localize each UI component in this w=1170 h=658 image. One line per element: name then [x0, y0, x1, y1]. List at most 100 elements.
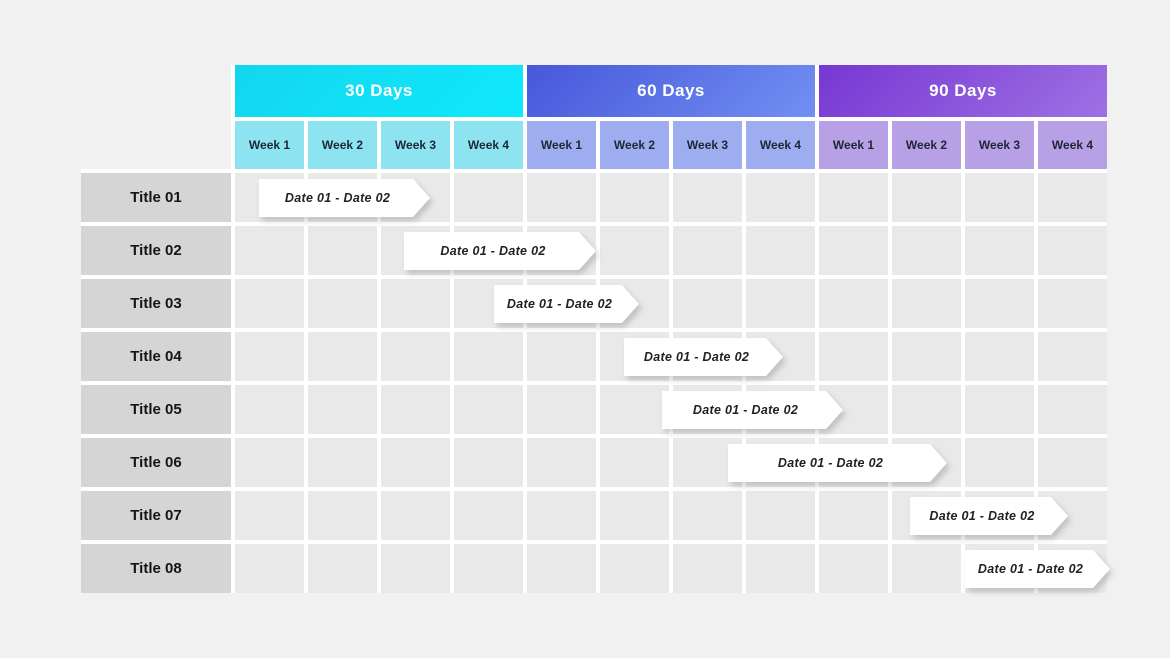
- grid-cell: [235, 279, 304, 328]
- grid-cell: [235, 544, 304, 593]
- row-title-title-06: Title 06: [81, 438, 231, 487]
- grid-cell: [454, 332, 523, 381]
- grid-cell: [381, 332, 450, 381]
- grid-cell: [746, 173, 815, 222]
- task-bar-shape: Date 01 - Date 02: [662, 391, 843, 429]
- task-bar-label: Date 01 - Date 02: [284, 191, 391, 205]
- grid-cell: [892, 173, 961, 222]
- grid-cell: [235, 385, 304, 434]
- week-cell-90-days-1: Week 1: [819, 121, 888, 169]
- grid-cell: [892, 226, 961, 275]
- row-title-title-08: Title 08: [81, 544, 231, 593]
- grid-cell: [746, 226, 815, 275]
- grid-cell: [1038, 226, 1107, 275]
- week-cell-60-days-1: Week 1: [527, 121, 596, 169]
- task-bar-title-01[interactable]: Date 01 - Date 02: [259, 179, 430, 217]
- grid-cell: [673, 544, 742, 593]
- grid-cell: [1038, 438, 1107, 487]
- grid-cell: [1038, 173, 1107, 222]
- grid-cell: [527, 544, 596, 593]
- grid-cell: [819, 173, 888, 222]
- grid-cell: [454, 544, 523, 593]
- row-title-title-07: Title 07: [81, 491, 231, 540]
- grid-cell: [673, 226, 742, 275]
- week-cell-60-days-3: Week 3: [673, 121, 742, 169]
- row-title-title-02: Title 02: [81, 226, 231, 275]
- grid-cell: [965, 438, 1034, 487]
- week-cell-90-days-2: Week 2: [892, 121, 961, 169]
- grid-cell: [746, 279, 815, 328]
- grid-cell: [892, 332, 961, 381]
- task-bar-title-06[interactable]: Date 01 - Date 02: [728, 444, 947, 482]
- task-bar-shape: Date 01 - Date 02: [965, 550, 1110, 588]
- grid-cell: [600, 385, 669, 434]
- task-bar-title-02[interactable]: Date 01 - Date 02: [404, 232, 596, 270]
- grid-cell: [746, 491, 815, 540]
- grid-cell: [381, 491, 450, 540]
- task-bar-label: Date 01 - Date 02: [777, 456, 884, 470]
- grid-cell: [308, 385, 377, 434]
- task-bar-label: Date 01 - Date 02: [929, 509, 1035, 523]
- grid-cell: [308, 279, 377, 328]
- grid-cell: [965, 279, 1034, 328]
- grid-cell: [308, 438, 377, 487]
- row-title-title-03: Title 03: [81, 279, 231, 328]
- grid-cell: [1038, 279, 1107, 328]
- week-cell-30-days-4: Week 4: [454, 121, 523, 169]
- task-bar-label: Date 01 - Date 02: [977, 562, 1084, 576]
- task-bar-title-05[interactable]: Date 01 - Date 02: [662, 391, 843, 429]
- row-title-title-04: Title 04: [81, 332, 231, 381]
- task-bar-title-03[interactable]: Date 01 - Date 02: [494, 285, 639, 323]
- task-bar-shape: Date 01 - Date 02: [624, 338, 783, 376]
- grid-cell: [308, 332, 377, 381]
- task-bar-shape: Date 01 - Date 02: [404, 232, 596, 270]
- phase-header-30-days: 30 Days: [235, 65, 523, 117]
- grid-cell: [381, 385, 450, 434]
- phase-header-60-days: 60 Days: [527, 65, 815, 117]
- grid-cell: [819, 544, 888, 593]
- week-cell-30-days-3: Week 3: [381, 121, 450, 169]
- grid-cell: [600, 544, 669, 593]
- grid-cell: [965, 332, 1034, 381]
- week-cell-30-days-1: Week 1: [235, 121, 304, 169]
- grid-cell: [308, 544, 377, 593]
- grid-cell: [1038, 332, 1107, 381]
- grid-cell: [308, 491, 377, 540]
- task-bar-title-04[interactable]: Date 01 - Date 02: [624, 338, 783, 376]
- grid-cell: [454, 491, 523, 540]
- grid-cell: [600, 438, 669, 487]
- week-cell-90-days-3: Week 3: [965, 121, 1034, 169]
- week-cell-30-days-2: Week 2: [308, 121, 377, 169]
- grid-cell: [819, 279, 888, 328]
- grid-cell: [600, 226, 669, 275]
- grid-cell: [235, 332, 304, 381]
- task-bars-layer: Date 01 - Date 02 Date 01 - Date 02 Date 0…: [81, 65, 1107, 593]
- week-cell-90-days-4: Week 4: [1038, 121, 1107, 169]
- task-bar-title-07[interactable]: Date 01 - Date 02: [910, 497, 1068, 535]
- grid-cell: [819, 491, 888, 540]
- grid-cell: [235, 438, 304, 487]
- phase-header-90-days: 90 Days: [819, 65, 1107, 117]
- grid-cell: [381, 438, 450, 487]
- grid-cell: [1038, 385, 1107, 434]
- grid-cell: [746, 544, 815, 593]
- grid-cell: [308, 226, 377, 275]
- grid-cell: [381, 544, 450, 593]
- grid-cell: [527, 491, 596, 540]
- grid-cell: [235, 226, 304, 275]
- grid-cell: [673, 279, 742, 328]
- grid-cell: [965, 173, 1034, 222]
- task-bar-shape: Date 01 - Date 02: [910, 497, 1068, 535]
- grid-cell: [673, 173, 742, 222]
- grid-cell: [527, 385, 596, 434]
- grid-cell: [819, 226, 888, 275]
- grid-cell: [381, 279, 450, 328]
- grid-cell: [454, 438, 523, 487]
- grid-cell: [235, 491, 304, 540]
- task-bar-title-08[interactable]: Date 01 - Date 02: [965, 550, 1110, 588]
- task-bar-label: Date 01 - Date 02: [643, 350, 750, 364]
- row-title-title-05: Title 05: [81, 385, 231, 434]
- grid-cell: [527, 332, 596, 381]
